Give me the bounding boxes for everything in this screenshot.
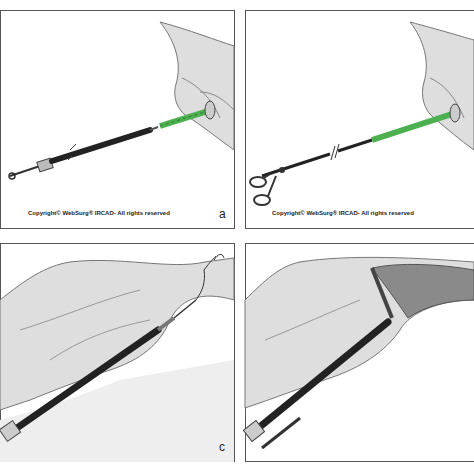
panel-frames	[1, 11, 474, 462]
panel-c-drawing	[0, 254, 234, 462]
panel-a-drawing	[9, 22, 234, 179]
panel-d-drawing	[243, 257, 474, 448]
panel-letter: c	[219, 441, 225, 454]
panel-b-drawing	[250, 22, 474, 205]
copyright-note: Copyright© WebSurg® IRCAD- All rights re…	[28, 210, 170, 217]
copyright-note: Copyright© WebSurg® IRCAD- All rights re…	[272, 210, 414, 217]
panel-letter: a	[219, 208, 226, 221]
